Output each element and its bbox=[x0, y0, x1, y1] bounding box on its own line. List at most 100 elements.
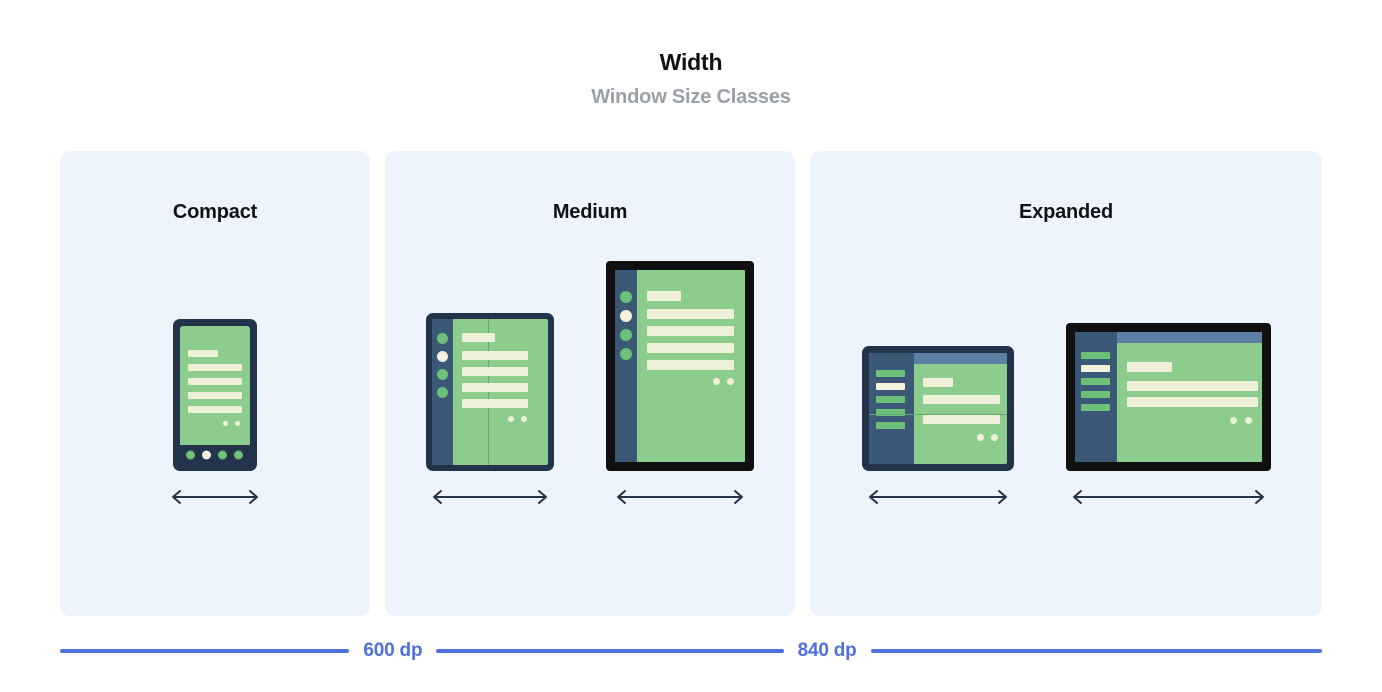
content-line bbox=[462, 399, 528, 408]
device-group-compact bbox=[60, 319, 370, 506]
rail-bar bbox=[1080, 378, 1110, 385]
content-line bbox=[188, 406, 242, 413]
content-line bbox=[647, 309, 734, 319]
rail-bar bbox=[875, 396, 905, 403]
panel-expanded: Expanded bbox=[810, 151, 1322, 616]
content-dot bbox=[727, 378, 734, 385]
size-class-panels: Compact bbox=[60, 151, 1322, 616]
panel-label-expanded: Expanded bbox=[1019, 201, 1113, 223]
content-line bbox=[922, 378, 953, 387]
resize-arrow-icon bbox=[433, 490, 547, 504]
content-line bbox=[647, 343, 734, 353]
content-line bbox=[462, 367, 528, 376]
foldable-landscape-screen bbox=[868, 353, 1007, 464]
navigation-rail bbox=[615, 270, 637, 462]
phone-bottom-nav bbox=[180, 445, 250, 464]
content-line bbox=[188, 350, 218, 357]
nav-circle bbox=[186, 450, 195, 459]
rail-bar bbox=[1080, 391, 1110, 398]
scale-segment-medium bbox=[436, 649, 784, 653]
device-foldable-landscape bbox=[861, 346, 1014, 471]
page-title: Width bbox=[659, 49, 723, 75]
navigation-sidebar bbox=[868, 353, 914, 464]
rail-dot bbox=[620, 291, 632, 303]
scale-segment-compact bbox=[60, 649, 350, 653]
page-subtitle: Window Size Classes bbox=[591, 86, 791, 109]
device-group-medium bbox=[385, 261, 795, 506]
breakpoint-label-840dp: 840 dp bbox=[797, 640, 857, 661]
content-dot bbox=[713, 378, 720, 385]
rail-dot bbox=[620, 348, 632, 360]
foldable-screen bbox=[432, 319, 548, 465]
device-phone-portrait bbox=[173, 319, 257, 471]
rail-dot bbox=[620, 329, 632, 341]
device-tablet-portrait bbox=[606, 261, 754, 471]
content-line bbox=[462, 351, 528, 360]
fold-seam bbox=[488, 319, 489, 465]
rail-bar bbox=[875, 409, 905, 416]
rail-dot bbox=[437, 369, 448, 380]
content-line bbox=[647, 291, 681, 301]
device-foldable-portrait bbox=[426, 313, 554, 471]
content-line bbox=[462, 383, 528, 392]
content-dot bbox=[976, 434, 984, 441]
content-line bbox=[922, 415, 1000, 424]
fold-seam bbox=[868, 414, 1007, 415]
rail-bar bbox=[1080, 352, 1110, 359]
resize-arrow-icon bbox=[1072, 490, 1264, 504]
nav-circle bbox=[218, 450, 227, 459]
panel-label-medium: Medium bbox=[552, 201, 628, 223]
panel-compact: Compact bbox=[60, 151, 370, 616]
tablet-landscape-screen bbox=[1074, 332, 1262, 462]
rail-bar-active bbox=[875, 383, 905, 390]
breakpoint-scale: 600 dp 840 dp bbox=[60, 638, 1322, 664]
resize-arrow-icon bbox=[617, 490, 743, 504]
content-line bbox=[1126, 397, 1258, 407]
rail-bar bbox=[1080, 404, 1110, 411]
tablet-screen bbox=[615, 270, 745, 462]
device-slot-foldable-landscape bbox=[861, 346, 1014, 506]
content-line bbox=[188, 364, 242, 371]
scale-segment-expanded bbox=[870, 649, 1322, 653]
content-dot bbox=[235, 421, 240, 426]
content-dot bbox=[223, 421, 228, 426]
navigation-sidebar bbox=[1074, 332, 1117, 462]
content-line bbox=[188, 392, 242, 399]
app-top-bar bbox=[1116, 332, 1262, 343]
device-slot-tablet-landscape bbox=[1065, 323, 1271, 506]
device-tablet-landscape bbox=[1065, 323, 1271, 471]
content-dot bbox=[508, 416, 514, 422]
device-group-expanded bbox=[810, 323, 1322, 506]
nav-circle bbox=[234, 450, 243, 459]
panel-label-compact: Compact bbox=[172, 201, 258, 223]
phone-screen bbox=[180, 326, 250, 464]
rail-dot bbox=[437, 333, 448, 344]
panel-medium: Medium bbox=[385, 151, 795, 616]
resize-arrow-icon bbox=[172, 490, 258, 504]
resize-arrow-icon bbox=[868, 490, 1007, 504]
rail-dot bbox=[437, 387, 448, 398]
nav-circle-active bbox=[202, 450, 211, 459]
content-dot bbox=[521, 416, 527, 422]
navigation-rail bbox=[432, 319, 453, 465]
device-slot-foldable-portrait bbox=[426, 313, 554, 506]
content-line bbox=[922, 395, 1000, 404]
content-line bbox=[188, 378, 242, 385]
app-top-bar bbox=[913, 353, 1007, 364]
content-line bbox=[462, 333, 495, 342]
content-line bbox=[647, 326, 734, 336]
rail-dot-active bbox=[620, 310, 632, 322]
page-header: Width Window Size Classes bbox=[0, 0, 1382, 108]
content-dot bbox=[1229, 417, 1237, 424]
device-slot-tablet-portrait bbox=[606, 261, 754, 506]
content-line bbox=[647, 360, 734, 370]
content-line bbox=[1126, 381, 1258, 391]
device-slot-phone-portrait bbox=[165, 319, 265, 506]
content-line bbox=[1126, 362, 1172, 372]
rail-bar bbox=[875, 370, 905, 377]
content-dot bbox=[1244, 417, 1252, 424]
rail-bar bbox=[875, 422, 905, 429]
content-dot bbox=[990, 434, 998, 441]
breakpoint-label-600dp: 600 dp bbox=[363, 640, 423, 661]
rail-bar-active bbox=[1080, 365, 1110, 372]
